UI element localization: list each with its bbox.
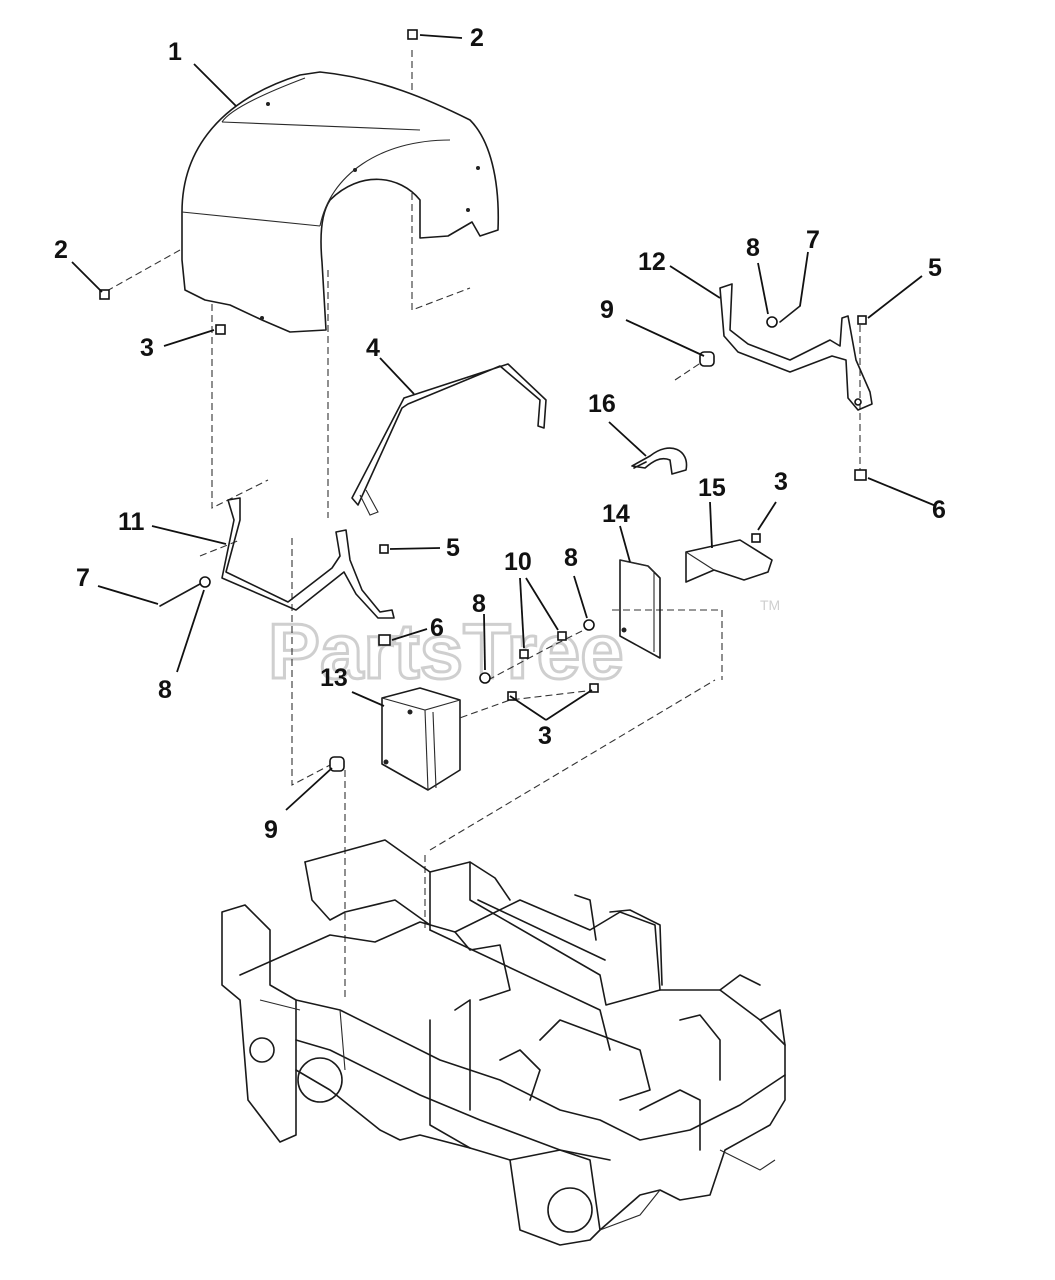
callout-8: 8 [158, 676, 172, 704]
callout-7: 7 [806, 226, 820, 254]
callout-8: 8 [746, 234, 760, 262]
hw-washer-8c [479, 672, 491, 684]
callout-3: 3 [140, 334, 154, 362]
callout-8: 8 [472, 590, 486, 618]
part-15-bracket [685, 539, 773, 583]
callout-12: 12 [638, 248, 666, 276]
part-1-hood [181, 71, 500, 333]
callout-8: 8 [564, 544, 578, 572]
hw-washer-8b [766, 316, 778, 328]
part-4-bracket [351, 363, 547, 516]
hw-bolt-7b [779, 305, 801, 323]
callout-6: 6 [932, 496, 946, 524]
hardware [99, 29, 867, 772]
callout-9: 9 [600, 296, 614, 324]
callout-11: 11 [118, 508, 145, 536]
callout-15: 15 [698, 474, 726, 502]
hw-nut-3d [751, 533, 761, 543]
hw-washer-8a [199, 576, 211, 588]
watermark-text: PartsTree [268, 607, 624, 695]
part-16-clip [631, 447, 688, 475]
hw-nut-3b [507, 691, 517, 701]
callout-5: 5 [928, 254, 942, 282]
callout-14: 14 [602, 500, 630, 528]
callout-5: 5 [446, 534, 460, 562]
watermark-trademark: TM [760, 597, 780, 613]
hw-nut-2a [407, 29, 418, 40]
hw-spacer-9b [329, 756, 345, 772]
callout-9: 9 [264, 816, 278, 844]
callout-13: 13 [320, 664, 348, 692]
callout-3: 3 [774, 468, 788, 496]
hw-nut-6b [854, 469, 867, 481]
callout-10: 10 [504, 548, 532, 576]
hw-nut-5a [379, 544, 389, 554]
callout-3: 3 [538, 722, 552, 750]
callout-16: 16 [588, 390, 616, 418]
callout-7: 7 [76, 564, 90, 592]
hw-washer-8d [583, 619, 595, 631]
hw-nut-10b [557, 631, 567, 641]
hw-nut-5b [857, 315, 867, 325]
part-14-bracket [619, 559, 661, 659]
hw-nut-10a [519, 649, 529, 659]
callout-2: 2 [470, 24, 484, 52]
callout-2: 2 [54, 236, 68, 264]
part-11-bracket [221, 497, 395, 619]
hw-spacer-9a [699, 351, 715, 367]
hw-nut-3a [215, 324, 226, 335]
callout-labels: 1 2 2 3 3 3 4 5 5 6 6 7 7 8 8 8 8 9 9 10… [54, 24, 946, 844]
hw-nut-3c [589, 683, 599, 693]
watermark: PartsTree TM [267, 597, 781, 697]
callout-4: 4 [366, 334, 380, 362]
chassis-frame [221, 839, 786, 1246]
part-13-plate [381, 687, 461, 791]
callout-6: 6 [430, 614, 444, 642]
hw-nut-6a [378, 634, 391, 646]
hw-nut-2b [99, 289, 110, 300]
leader-lines [71, 34, 937, 811]
hw-bolt-7a [159, 583, 201, 607]
part-12-bracket [719, 283, 873, 411]
callout-1: 1 [168, 38, 182, 66]
hw-clip-pin [633, 461, 647, 469]
